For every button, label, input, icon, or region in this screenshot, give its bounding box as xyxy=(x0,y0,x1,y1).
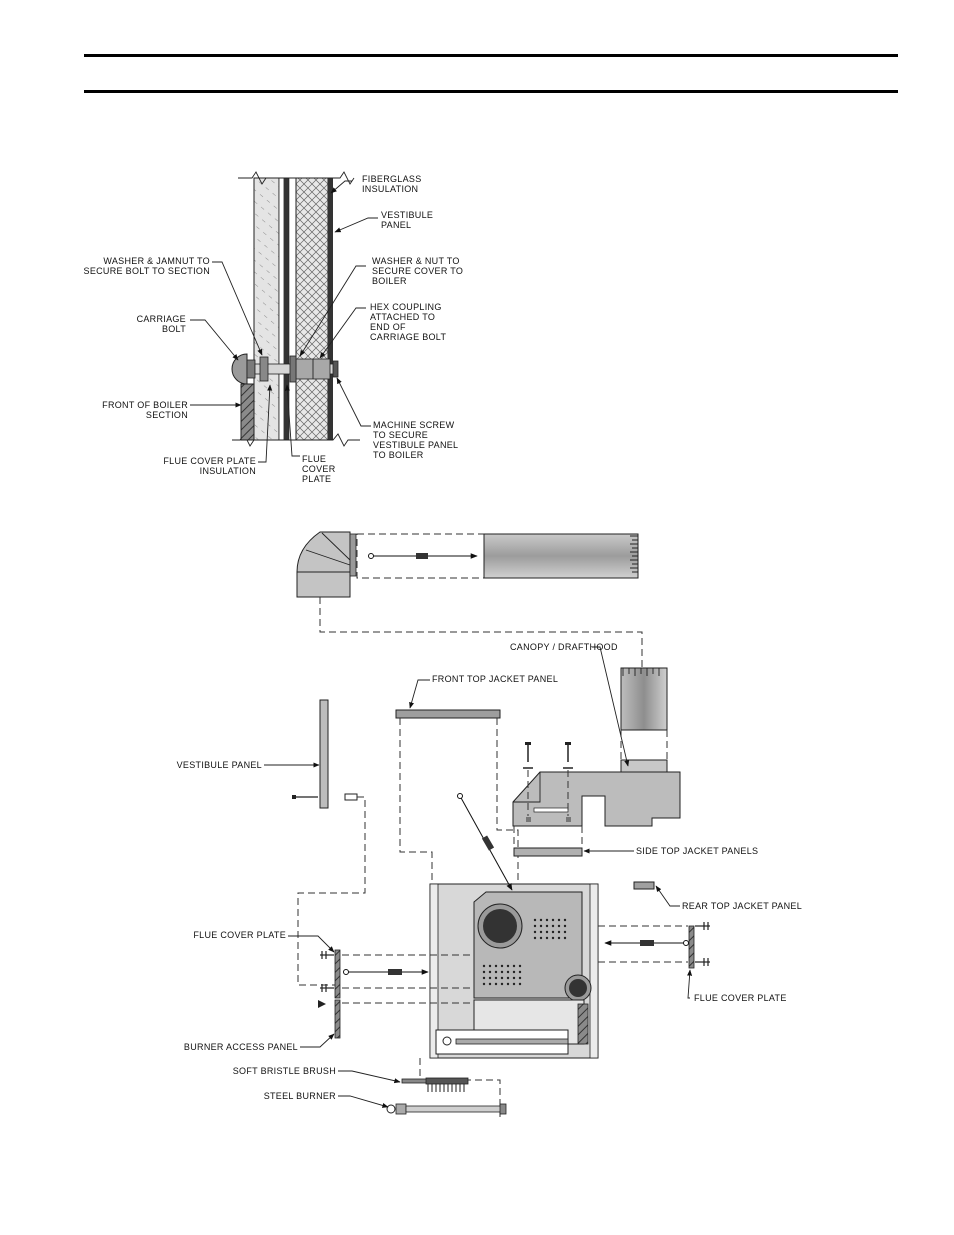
carriage-bolt-head xyxy=(231,353,248,385)
flue-cover-plate xyxy=(284,178,289,440)
vent-pipe xyxy=(483,533,639,579)
label-vestibule-1: VESTIBULE xyxy=(381,210,433,220)
label-fiberglass-2: INSULATION xyxy=(362,184,418,194)
soft-bristle-brush xyxy=(401,1077,469,1092)
drafthood-collar xyxy=(620,667,668,731)
vestibule-panel-section xyxy=(328,178,333,440)
machine-screw-head xyxy=(332,360,339,378)
label-washer-jamnut-2: SECURE BOLT TO SECTION xyxy=(84,266,210,276)
label-flue-cover-1: FLUE xyxy=(302,454,326,464)
label-machine-1: MACHINE SCREW xyxy=(373,420,455,430)
section-detail: FIBERGLASS INSULATION VESTIBULE PANEL WA… xyxy=(84,171,463,484)
label-washer-nut-2: SECURE COVER TO xyxy=(372,266,463,276)
header-rule-bottom xyxy=(84,90,898,93)
label-flue-right: FLUE COVER PLATE xyxy=(694,993,787,1003)
header-rule-top xyxy=(84,54,898,57)
label-front-top: FRONT TOP JACKET PANEL xyxy=(432,674,558,684)
section-pins xyxy=(482,918,567,986)
label-hex-4: CARRIAGE BOLT xyxy=(370,332,446,342)
side-top-jacket-panels xyxy=(513,847,583,857)
label-front-2: SECTION xyxy=(146,410,188,420)
label-canopy: CANOPY / DRAFTHOOD xyxy=(510,642,618,652)
label-machine-3: VESTIBULE PANEL xyxy=(373,440,458,450)
label-brush: SOFT BRISTLE BRUSH xyxy=(233,1066,336,1076)
label-flue-cover-2: COVER xyxy=(302,464,336,474)
steel-burner xyxy=(386,1103,507,1115)
boiler-section-wall xyxy=(253,177,280,441)
carriage-bolt-neck xyxy=(246,359,256,379)
label-steel-burner: STEEL BURNER xyxy=(264,1091,336,1101)
label-machine-4: TO BOILER xyxy=(373,450,424,460)
label-side-top: SIDE TOP JACKET PANELS xyxy=(636,846,758,856)
label-fiberglass-1: FIBERGLASS xyxy=(362,174,422,184)
label-flue-cover-3: PLATE xyxy=(302,474,331,484)
air-gap xyxy=(288,177,297,441)
break-line-top xyxy=(238,171,355,185)
label-front-1: FRONT OF BOILER xyxy=(102,400,188,410)
washer-nut xyxy=(289,355,297,383)
vent-elbow xyxy=(296,531,351,598)
canopy-screws xyxy=(523,742,573,769)
label-hex-1: HEX COUPLING xyxy=(370,302,442,312)
label-washer-nut-1: WASHER & NUT TO xyxy=(372,256,460,266)
flue-cover-plate-left xyxy=(334,949,341,999)
burner-access-panel xyxy=(334,999,341,1039)
flue-cover-plate-right xyxy=(688,925,695,969)
label-flue-ins-2: INSULATION xyxy=(200,466,256,476)
label-machine-2: TO SECURE xyxy=(373,430,428,440)
vestibule-panel xyxy=(319,699,329,809)
canopy-drafthood xyxy=(512,771,681,827)
label-vestibule: VESTIBULE PANEL xyxy=(177,760,262,770)
label-flue-ins-1: FLUE COVER PLATE xyxy=(163,456,256,466)
label-hex-2: ATTACHED TO xyxy=(370,312,435,322)
label-hex-3: END OF xyxy=(370,322,406,332)
flue-cover-plate-insulation xyxy=(278,177,285,441)
front-of-boiler-section xyxy=(240,383,255,441)
exploded-view: CANOPY / DRAFTHOOD FRONT TOP JACKET PANE… xyxy=(177,531,802,1120)
rear-top-jacket-panel xyxy=(633,881,655,890)
label-vestibule-2: PANEL xyxy=(381,220,411,230)
label-carriage-2: BOLT xyxy=(162,324,186,334)
front-top-jacket-panel xyxy=(395,709,501,719)
label-washer-nut-3: BOILER xyxy=(372,276,407,286)
label-flue-left: FLUE COVER PLATE xyxy=(193,930,286,940)
fiberglass-insulation xyxy=(295,177,329,441)
label-washer-jamnut-1: WASHER & JAMNUT TO xyxy=(103,256,210,266)
label-burner-access: BURNER ACCESS PANEL xyxy=(184,1042,298,1052)
label-carriage-1: CARRIAGE xyxy=(137,314,186,324)
label-rear-top: REAR TOP JACKET PANEL xyxy=(682,901,802,911)
jamnut xyxy=(259,356,269,382)
